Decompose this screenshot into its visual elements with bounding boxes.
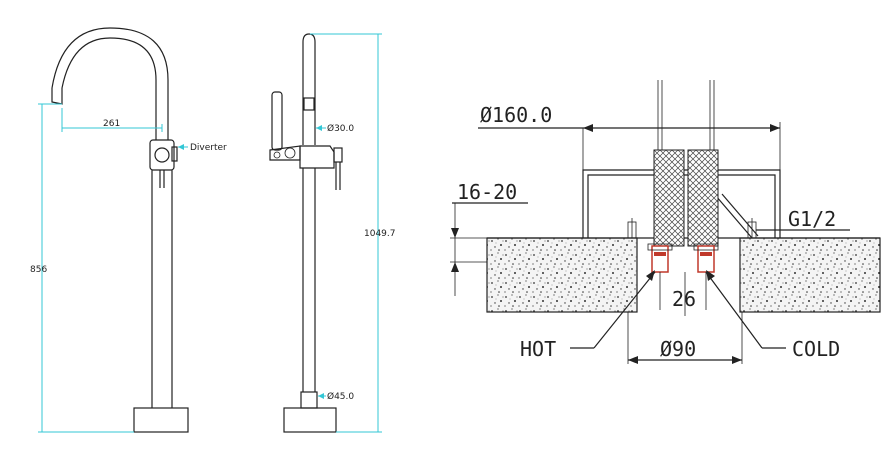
dim-sleeve: Ø90 (627, 312, 743, 364)
front-view-tap (51, 27, 189, 433)
dim-spacing: 26 (659, 272, 707, 316)
spout-nozzle (51, 88, 63, 105)
dim-thread: G1/2 (756, 207, 850, 231)
dim-spout-reach: 261 (61, 108, 163, 132)
dim-cover-text: Ø160.0 (480, 103, 552, 127)
cold-callout: COLD (705, 270, 840, 361)
diverter-body (149, 139, 175, 171)
dim-height-text: 856 (30, 265, 47, 275)
dim-pipe-top-text: Ø30.0 (327, 123, 354, 134)
dim-depth-text: 16-20 (457, 180, 517, 204)
hot-hose (653, 149, 685, 247)
dim-total-height-text: 1049.7 (364, 229, 396, 239)
diverter-label: Diverter (190, 143, 227, 153)
floor-base (133, 407, 189, 433)
dim-sleeve-text: Ø90 (660, 337, 696, 361)
dim-spacing-text: 26 (672, 287, 696, 311)
diverter-callout: Diverter (178, 143, 227, 153)
floor-slab-left (486, 237, 638, 313)
dim-thread-text: G1/2 (788, 207, 836, 231)
side-floor-base (283, 407, 337, 433)
installation-section (486, 80, 881, 313)
diverter-side (299, 145, 335, 169)
dim-cover-diameter: Ø160.0 (478, 103, 781, 170)
dim-pipe-base: Ø45.0 (318, 391, 354, 402)
hot-label: HOT (520, 337, 556, 361)
dim-pipe-top: Ø30.0 (316, 123, 354, 134)
cold-hose (687, 149, 719, 247)
dim-spout-text: 261 (103, 119, 120, 129)
dim-pipe-base-text: Ø45.0 (327, 391, 354, 402)
dim-height: 856 (30, 103, 134, 433)
hand-shower (271, 91, 283, 151)
dim-total-height: 1049.7 (310, 33, 396, 433)
side-view-tap (269, 33, 343, 433)
hot-callout: HOT (520, 270, 656, 361)
dim-depth: 16-20 (450, 180, 528, 296)
floor-slab-right (739, 237, 881, 313)
cold-label: COLD (792, 337, 840, 361)
